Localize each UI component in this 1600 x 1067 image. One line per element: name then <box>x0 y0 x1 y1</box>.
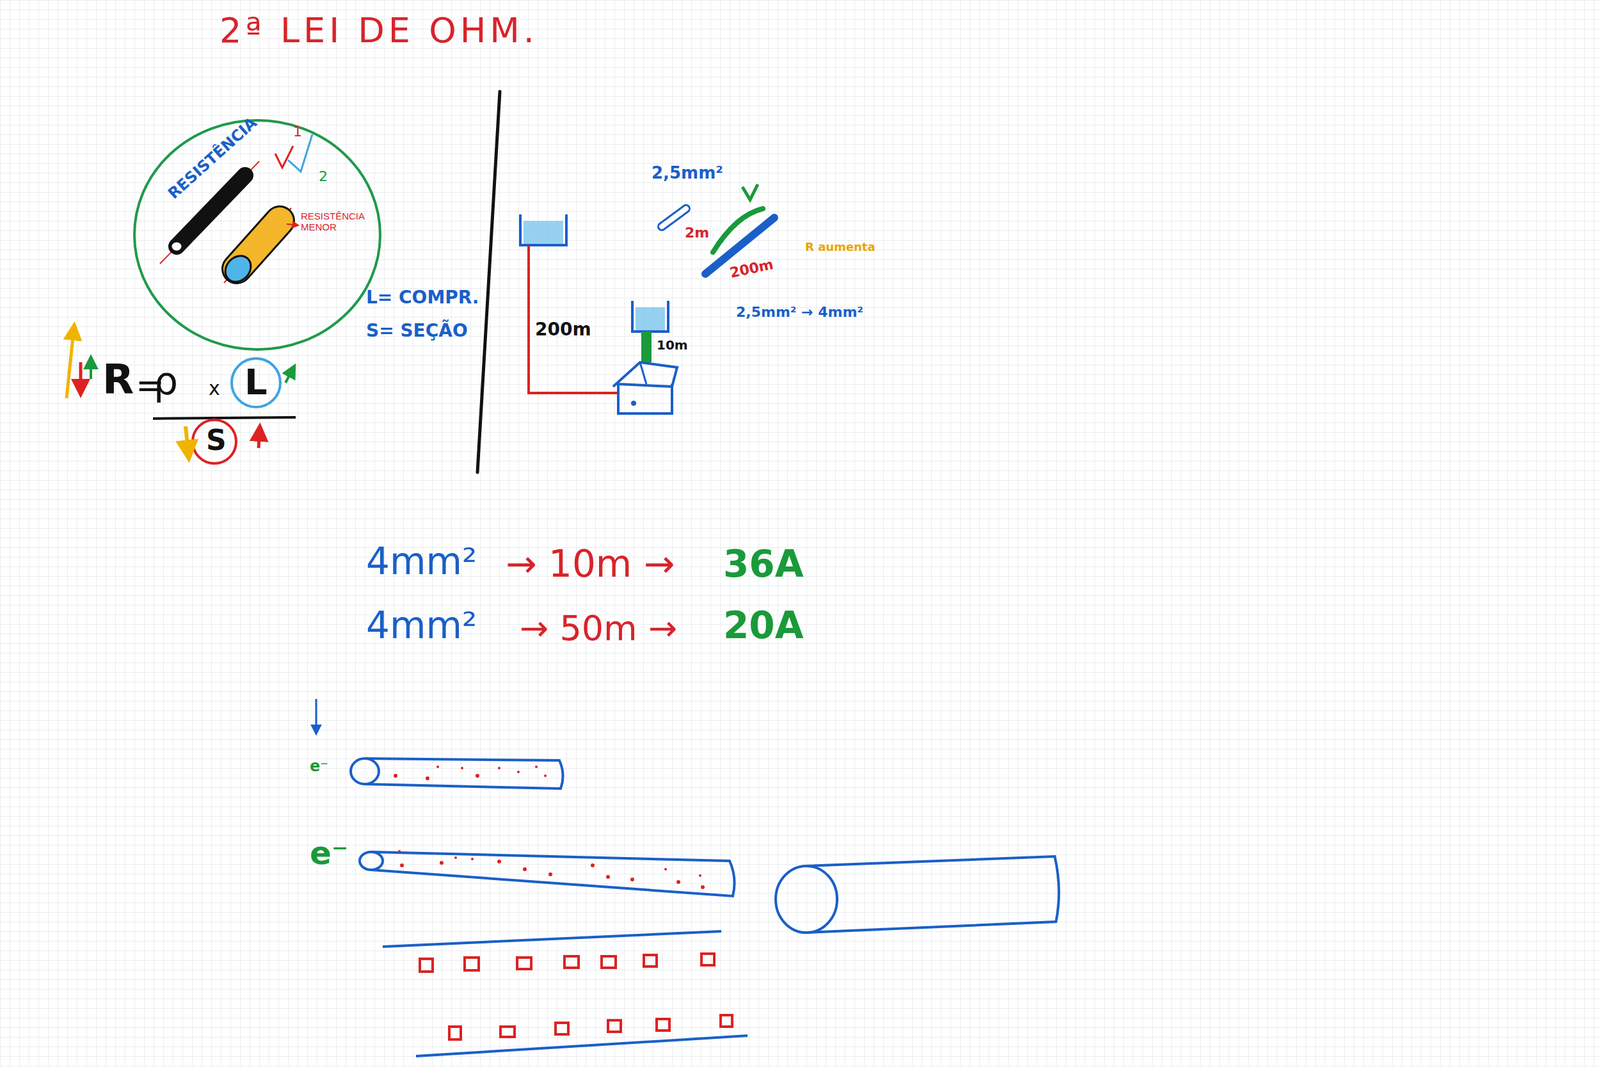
electron-symbol: e⁻ <box>309 835 349 872</box>
definition-note: L= COMPR. <box>366 288 480 308</box>
current-value: 20A <box>723 605 804 647</box>
section-value: 4mm² <box>366 541 477 583</box>
node-label: 1 <box>293 124 303 140</box>
section-label: 2,5mm² → 4mm² <box>736 304 864 320</box>
length-label: 10m <box>656 337 688 352</box>
length-value: → 10m → <box>505 544 675 585</box>
formula-symbol: S <box>206 424 227 456</box>
resistance-circle: RESISTÊNCIA12RESISTÊNCIA MENOR <box>131 117 383 352</box>
circle-outline <box>131 117 383 352</box>
section-value: 4mm² <box>366 605 477 647</box>
note: R aumenta <box>805 240 876 254</box>
formula-symbol: x <box>208 377 221 399</box>
length-label: 200m <box>728 256 775 281</box>
node-label: 2 <box>318 168 328 185</box>
section-label: 2,5mm² <box>651 163 724 183</box>
definition-note: S= SEÇÃO <box>366 321 468 342</box>
length-label: 2m <box>684 225 710 241</box>
formula-symbol: ρ <box>153 359 178 402</box>
formula-symbol: L <box>244 362 268 402</box>
title: 2ª LEI DE OHM. <box>219 11 539 50</box>
length-label: 200m <box>535 320 592 340</box>
formula-symbol: R <box>102 357 134 402</box>
current-value: 36A <box>723 544 804 585</box>
node-label: RESISTÊNCIA MENOR <box>300 211 370 233</box>
electron-symbol: e⁻ <box>309 757 329 775</box>
length-value: → 50m → <box>519 609 678 648</box>
